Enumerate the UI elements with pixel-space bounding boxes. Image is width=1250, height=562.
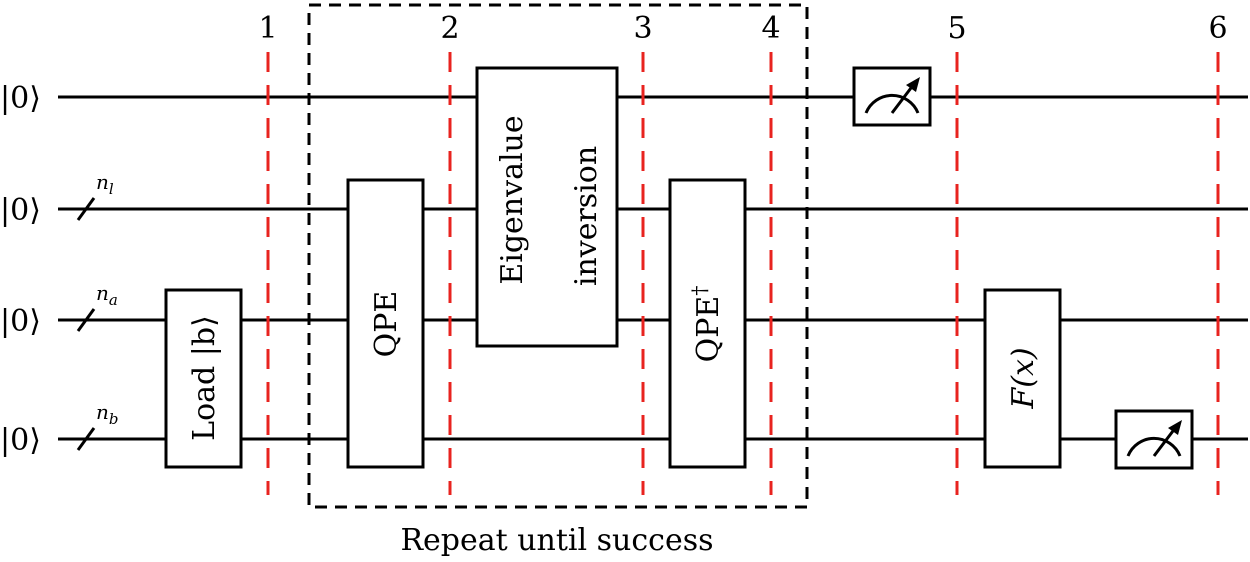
f-x-gate: F(x)	[983, 288, 1062, 469]
stage-number-5: 5	[947, 11, 966, 46]
ket-2: |0⟩	[0, 304, 41, 339]
eigenvalue-label: Eigenvalue	[495, 115, 530, 284]
stage-number-2: 2	[440, 11, 459, 46]
register-slash-na	[76, 308, 96, 332]
qpe-dagger-gate: QPE†	[668, 178, 747, 469]
stage-number-1: 1	[258, 11, 277, 46]
repeat-until-success-box	[307, 3, 809, 509]
eigenvalue-inversion-gate: Eigenvalue inversion	[475, 66, 619, 348]
load-b-label: Load |b⟩	[187, 315, 222, 441]
ket-1: |0⟩	[0, 193, 41, 228]
meter-icon	[1114, 409, 1194, 470]
ket-0: |0⟩	[0, 81, 41, 116]
register-slash-nb	[76, 427, 96, 451]
qpe-label: QPE	[369, 291, 404, 358]
register-slash-nl	[76, 197, 96, 221]
f-x-label: F(x)	[1006, 347, 1041, 409]
stage-number-4: 4	[761, 11, 780, 46]
ket-3: |0⟩	[0, 423, 41, 458]
stage-number-6: 6	[1208, 11, 1227, 46]
inversion-label: inversion	[569, 146, 604, 286]
register-label-na: na	[96, 281, 118, 309]
register-label-nl: nl	[96, 170, 114, 198]
meter-icon	[852, 66, 932, 127]
load-b-gate: Load |b⟩	[164, 288, 243, 469]
stage-number-3: 3	[633, 11, 652, 46]
qpe-dagger-label: QPE†	[687, 286, 726, 363]
register-label-nb: nb	[96, 400, 119, 428]
repeat-caption: Repeat until success	[400, 523, 713, 558]
qpe-gate: QPE	[346, 178, 425, 469]
